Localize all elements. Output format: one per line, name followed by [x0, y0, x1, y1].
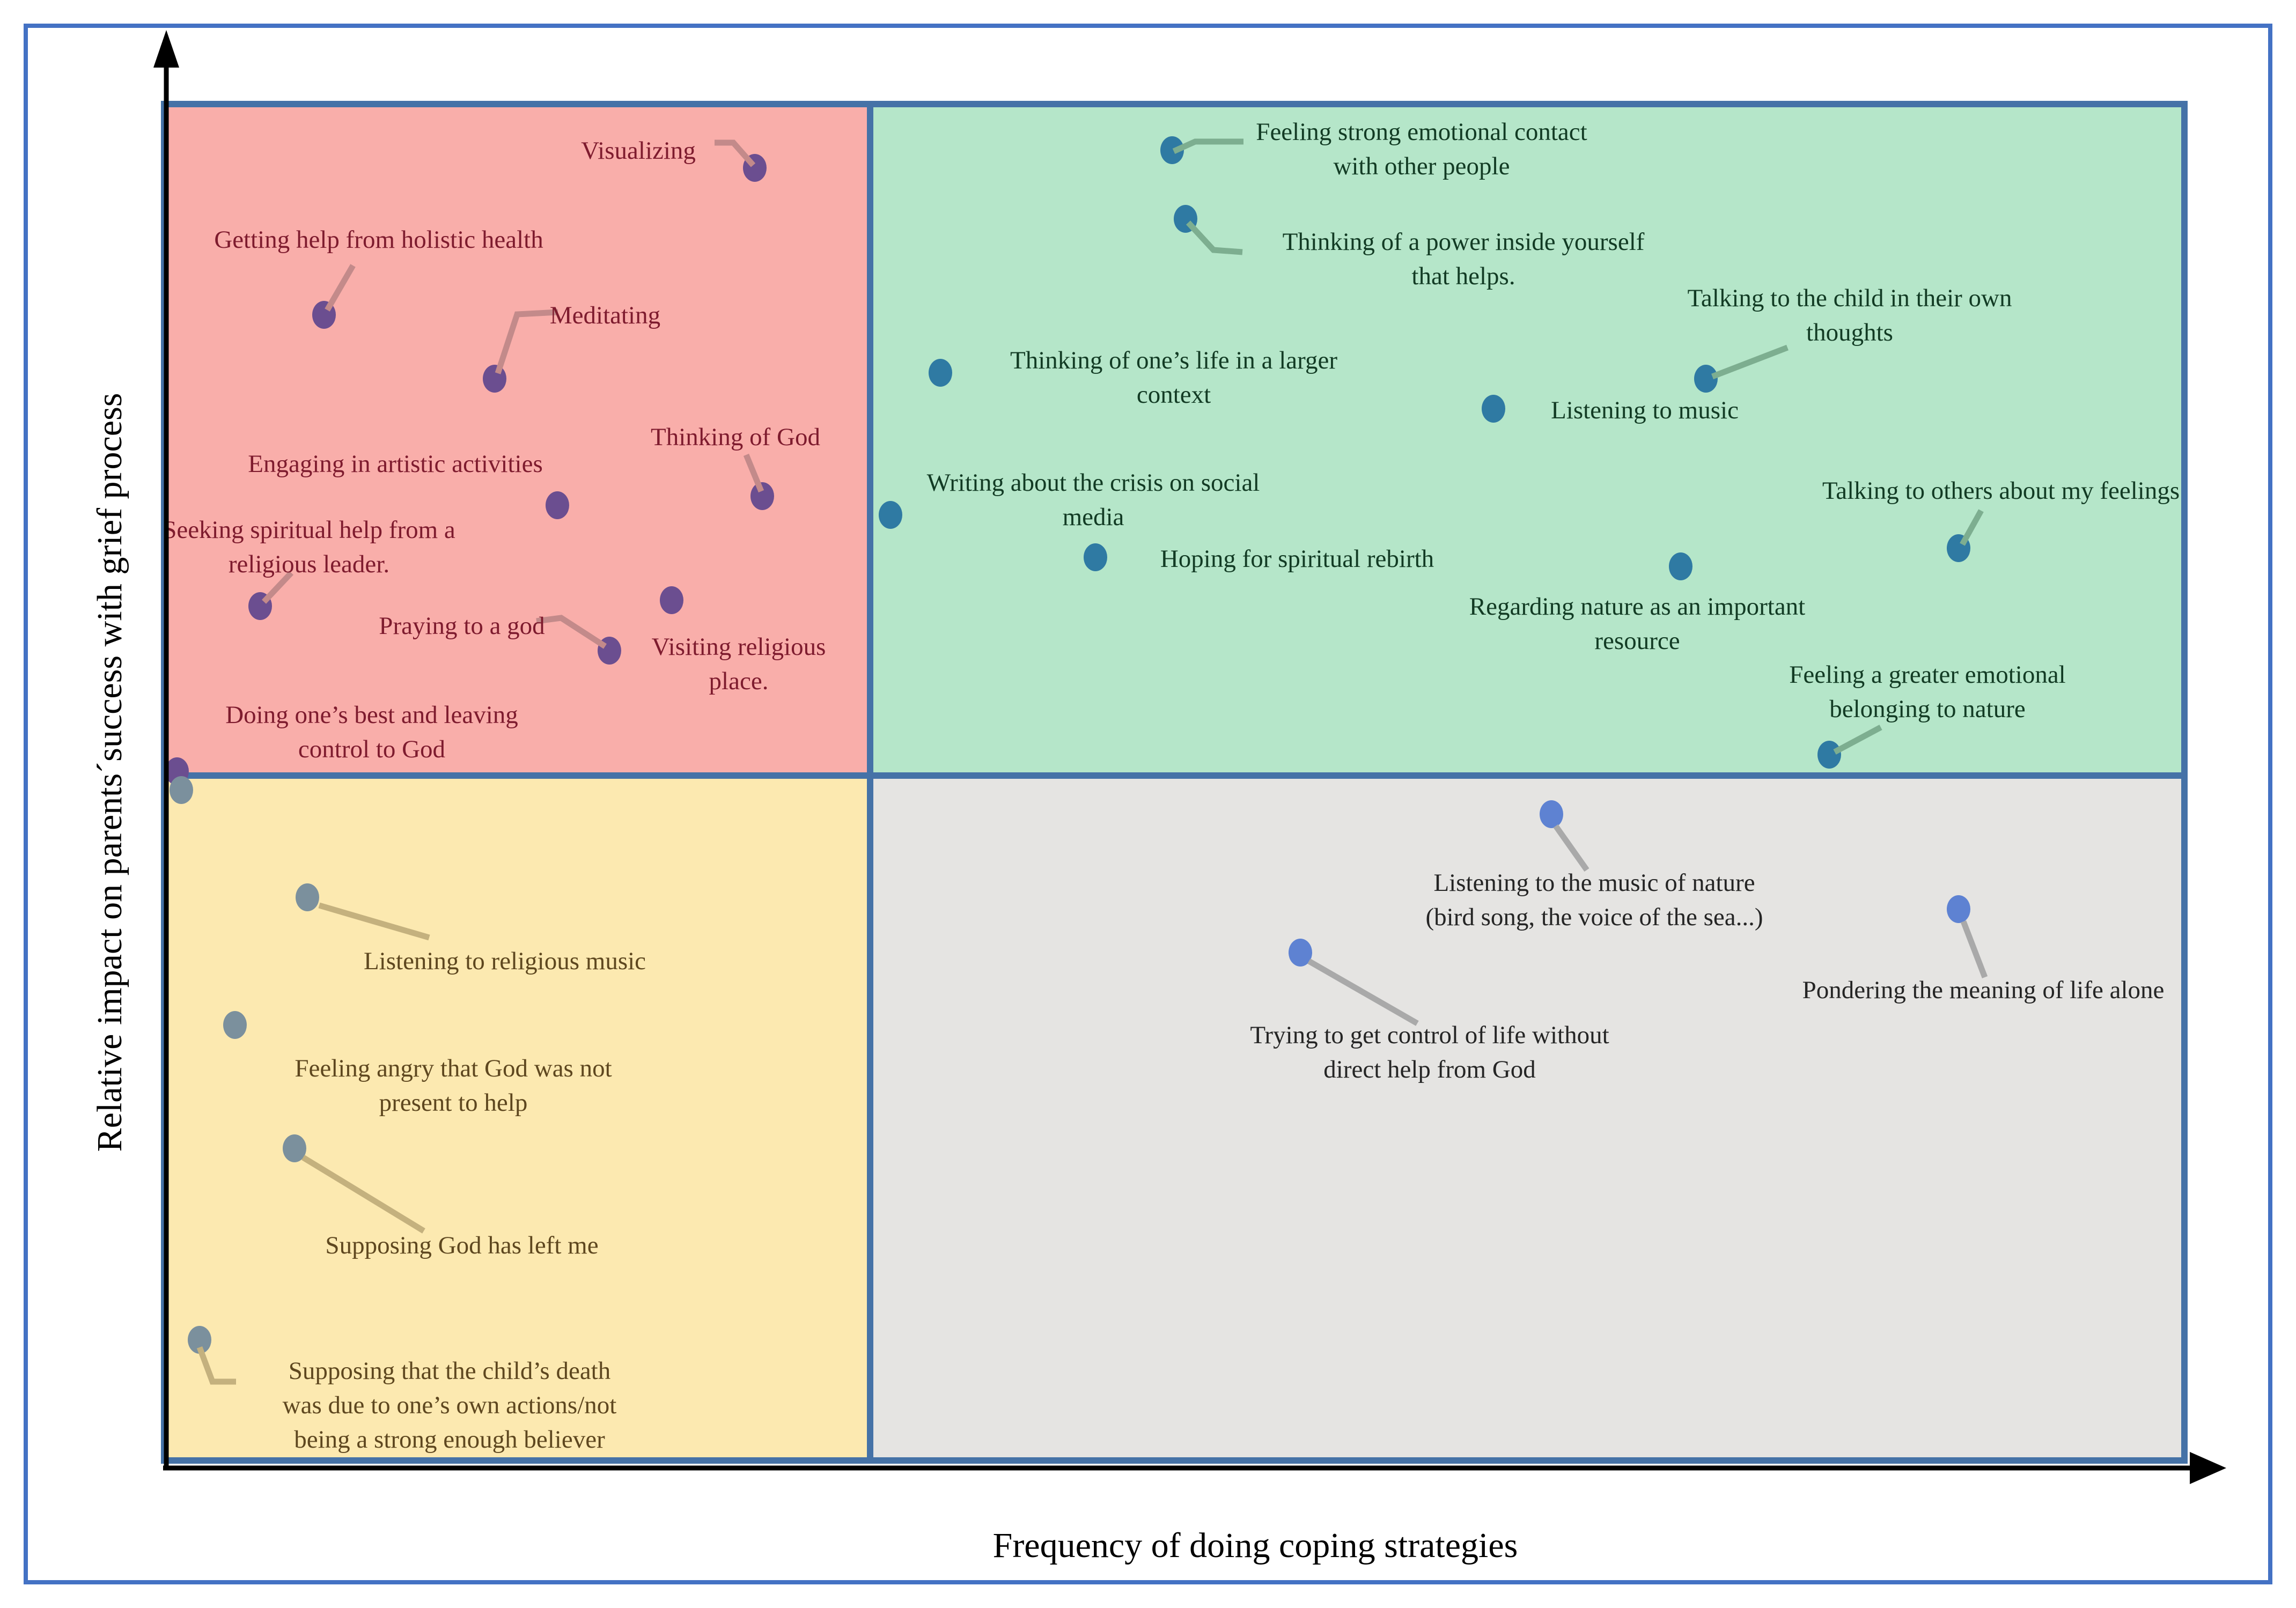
data-point-label: Talking to others about my feelings — [1822, 477, 2180, 505]
data-point-label: Supposing that the child’s death was due… — [282, 1357, 617, 1454]
data-point-dot — [879, 501, 902, 529]
data-point-label: Talking to the child in their own though… — [1687, 284, 2012, 346]
data-point-label: Listening to music — [1551, 396, 1739, 424]
data-point-label: Feeling a greater emotional belonging to… — [1789, 661, 2066, 723]
leader-line — [318, 902, 430, 941]
data-point-dot — [1669, 552, 1692, 580]
data-point-label: Supposing God has left me — [325, 1231, 599, 1259]
leader-line — [743, 453, 764, 493]
leader-line — [1307, 958, 1419, 1026]
data-point-label: Listening to religious music — [363, 947, 646, 975]
quadrant-bottom-right — [873, 779, 2181, 1457]
data-point-dot — [223, 1011, 247, 1039]
leader-line — [1833, 725, 1882, 755]
data-point-dot — [483, 365, 506, 393]
leader-line — [1960, 509, 1984, 546]
data-point-label: Hoping for spiritual rebirth — [1160, 545, 1434, 573]
data-point-label: Pondering the meaning of life alone — [1802, 976, 2165, 1004]
data-point-label: Engaging in artistic activities — [248, 450, 543, 478]
leader-line — [1186, 220, 1243, 255]
data-point-dot — [929, 359, 952, 387]
data-point-dot — [1289, 939, 1312, 967]
leader-line — [715, 139, 756, 167]
data-point-label: Writing about the crisis on social media — [926, 469, 1260, 531]
data-point-dot — [546, 491, 569, 519]
data-point-label: Feeling angry that God was not present t… — [295, 1054, 612, 1117]
leader-line — [196, 1346, 236, 1385]
leader-line — [1960, 920, 1988, 978]
leader-line — [1711, 344, 1789, 380]
data-point-dot — [1482, 395, 1505, 423]
data-point-label: Regarding nature as an important resourc… — [1469, 593, 1806, 655]
data-point-dot — [1084, 543, 1107, 571]
data-point-label: Doing one’s best and leaving control to … — [225, 701, 518, 763]
x-axis-title: Frequency of doing coping strategies — [992, 1526, 1518, 1565]
data-point-label: Seeking spiritual help from a religious … — [163, 516, 455, 578]
data-point-label: Meditating — [549, 301, 661, 329]
leader-line — [301, 1155, 425, 1234]
leader-line — [1172, 138, 1243, 154]
figure-frame — [24, 24, 2272, 1584]
quadrant-bottom-left — [167, 779, 867, 1457]
data-point-label: Visiting religious place. — [651, 633, 826, 695]
data-point-dot — [283, 1134, 306, 1162]
data-point-label: Listening to the music of nature (bird s… — [1425, 869, 1763, 931]
data-point-label: Visualizing — [581, 137, 696, 165]
data-point-label: Getting help from holistic health — [214, 226, 543, 254]
data-point-label: Praying to a god — [379, 612, 545, 640]
data-point-dot — [1540, 800, 1563, 828]
leader-line — [536, 615, 607, 649]
y-axis-title: Relative impact on parents´success with … — [90, 393, 129, 1152]
data-point-dot — [1817, 741, 1841, 769]
data-point-label: Thinking of God — [651, 423, 820, 451]
data-point-label: Thinking of a power inside yourself that… — [1282, 228, 1645, 290]
quadrant-top-left — [167, 107, 867, 772]
quadrant-top-right — [873, 107, 2181, 772]
data-point-dot — [170, 776, 193, 804]
data-point-dot — [1947, 895, 1970, 923]
leader-line — [262, 571, 293, 604]
data-point-label: Thinking of one’s life in a larger conte… — [1010, 346, 1337, 409]
data-point-label: Feeling strong emotional contact with ot… — [1256, 118, 1587, 180]
data-point-label: Trying to get control of life without di… — [1250, 1021, 1609, 1083]
data-point-dot — [660, 586, 683, 614]
data-point-dot — [296, 883, 319, 911]
leader-line — [1553, 824, 1589, 872]
leader-line — [325, 264, 356, 312]
leader-line — [495, 309, 558, 374]
